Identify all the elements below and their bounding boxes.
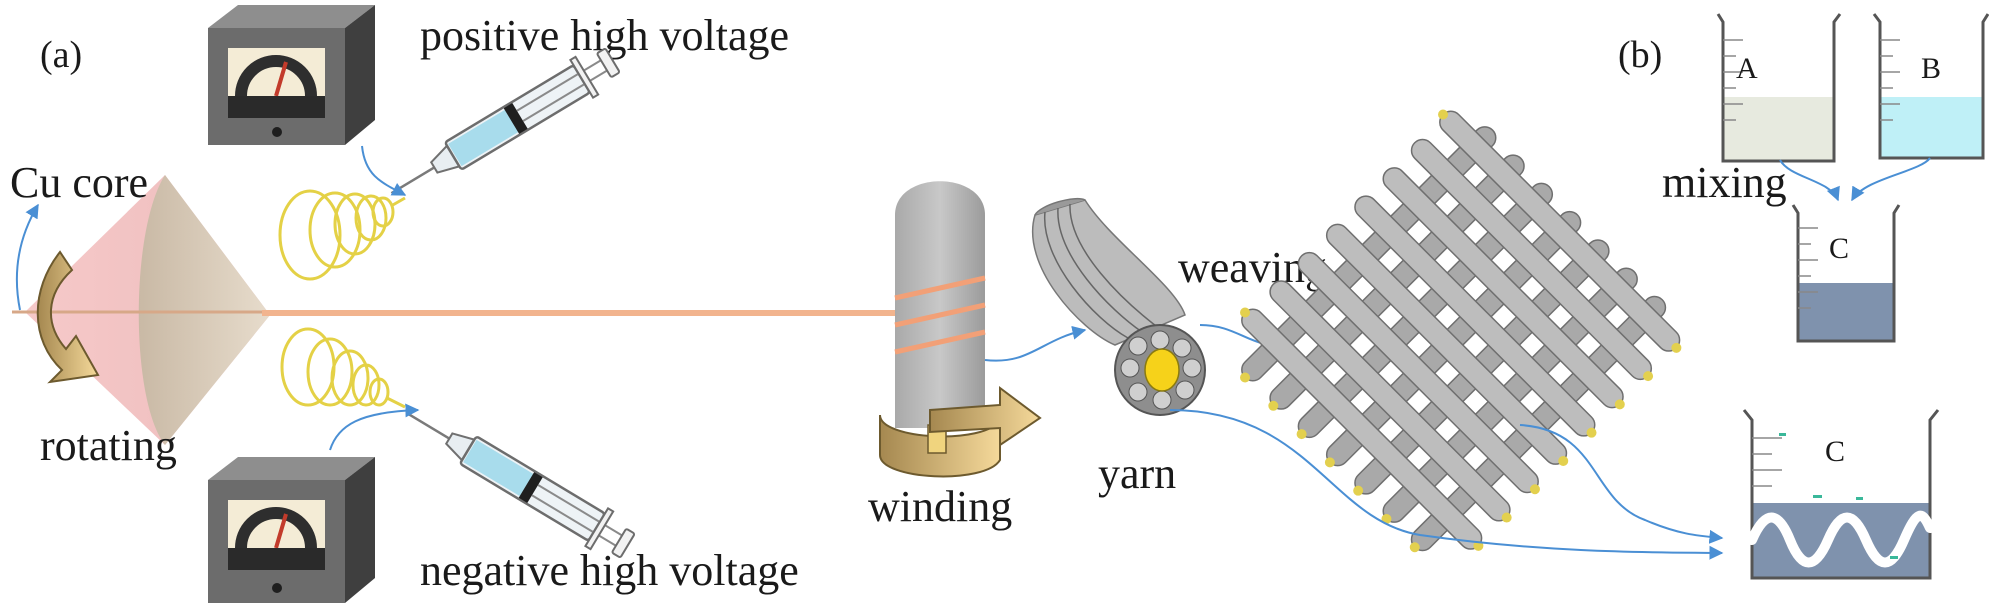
positive-voltage-supply	[208, 5, 375, 145]
winding-label: winding	[868, 482, 1012, 531]
beaker-b-label: B	[1921, 52, 1941, 85]
immersed-yarn	[1747, 510, 1935, 568]
rotating-cone-collector	[12, 175, 270, 445]
mixing-arrow-b	[1851, 157, 1931, 202]
mixing-label: mixing	[1662, 158, 1787, 207]
cu-core-label: Cu core	[10, 158, 148, 207]
panel-a-label: (a)	[40, 34, 82, 76]
beaker-c-small	[1791, 204, 1901, 343]
voltmeter-icon	[228, 48, 325, 137]
beaker-a-label: A	[1736, 52, 1758, 85]
fabric-to-beaker-arrow	[1519, 424, 1724, 544]
fiber-jet-spiral-top	[278, 189, 406, 281]
supply-to-needle-bottom	[329, 403, 420, 451]
beaker-c-large-label: C	[1825, 435, 1845, 468]
syringe-bottom	[405, 411, 636, 558]
fiber-jet-spiral-bottom	[280, 327, 406, 409]
yarn-label: yarn	[1098, 449, 1176, 498]
negative-voltage-supply	[208, 457, 375, 603]
yarn-to-beaker-arrow	[1169, 409, 1724, 560]
supply-to-needle-top	[361, 145, 407, 196]
panel-b-label: (b)	[1618, 34, 1662, 76]
rotating-label: rotating	[40, 421, 177, 470]
cu-core-pointer	[15, 203, 39, 311]
beaker-b	[1872, 13, 1989, 160]
beaker-c-large	[1742, 409, 1940, 580]
yarn-bundle	[1032, 198, 1206, 416]
woven-fabric	[1240, 109, 1682, 553]
negative-voltage-label: negative high voltage	[420, 546, 799, 595]
winding-to-yarn-arrow	[984, 325, 1087, 362]
winding-rotation-arrow-icon	[879, 386, 1042, 478]
winding-rod	[894, 181, 986, 428]
beaker-a	[1716, 13, 1842, 163]
syringe-top	[390, 48, 621, 195]
voltmeter-icon	[228, 500, 325, 593]
rotation-arrow-icon	[36, 250, 100, 384]
beaker-c-small-label: C	[1829, 232, 1849, 265]
mixing-arrow-a	[1779, 159, 1840, 202]
